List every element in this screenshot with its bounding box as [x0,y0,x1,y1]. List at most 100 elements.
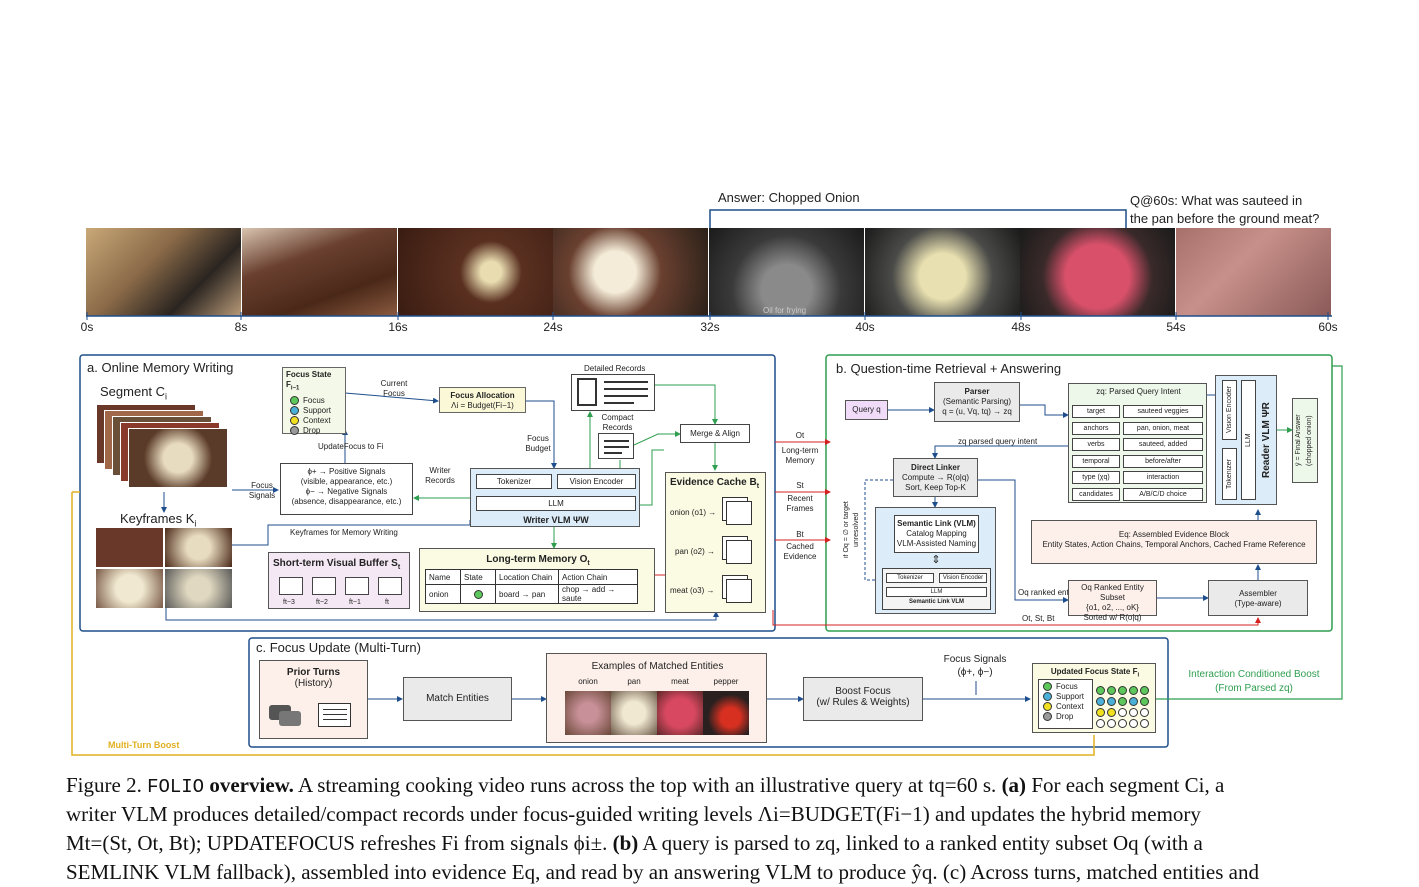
stvb-label-2: ft−2 [316,599,328,606]
segment-label: Segment Ci [100,384,168,402]
tick-48s: 48s [1011,320,1031,334]
update-focus-label: UpdateFocus to Fi [318,442,384,451]
oq-ranked-label: Oq ranked entity [1018,588,1077,597]
semlink-vision-encoder: Vision Encoder [939,573,987,583]
video-frame-8 [1176,228,1331,316]
ltm-cell-location: board → pan [495,584,559,604]
focus-level-context: Context [303,415,331,425]
updated-level-focus: Focus [1056,682,1078,691]
intent-key: temporal [1072,454,1120,468]
ranked-subset-box: Oq Ranked Entity Subset {o1, o2, ..., oK… [1068,580,1157,622]
tick-60s: 60s [1318,320,1338,334]
final-answer-label: ŷ = Final Answer [1295,414,1302,467]
updated-focus-title: Updated Focus State Fi [1050,667,1140,679]
focus-dot-icon [1118,697,1127,707]
signals-box: ϕ+ → Positive Signals (visible, appearan… [280,463,413,515]
focus-level-focus: Focus [303,395,325,405]
question-line-1: Q@60s: What was sauteed in [1130,193,1303,208]
example-label-pepper: pepper [713,677,739,686]
video-frame-4 [553,228,708,316]
intent-key: target [1072,405,1120,418]
merge-align-box: Merge & Align [680,424,750,443]
long-term-memory: Long-term Memory Ot Name State Location … [419,548,655,612]
query-box: Query q [845,400,888,420]
assembler-box: Assembler (Type-aware) [1208,580,1308,616]
updated-focus-state-box: Updated Focus State Fi Focus Support Con… [1032,663,1156,733]
matched-entities-box: Examples of Matched Entities onion pan m… [546,653,767,743]
focus-dot-icon [1129,697,1138,707]
keyframes-for-memory-label: Keyframes for Memory Writing [290,528,398,537]
ltm-header-state: State [460,569,496,585]
video-frame-3 [398,228,553,316]
semlink-llm: LLM [886,587,987,597]
current-focus-label: Current Focus [380,379,408,398]
evidence-cache-box: Evidence Cache Bt onion (o1) → pan (o2) … [665,472,766,613]
parsed-intent-title: zq: Parsed Query Intent [1096,387,1181,396]
caption-line-4: SEMLINK VLM fallback), assembled into ev… [66,860,1259,884]
video-frame-1 [86,228,241,316]
focus-dot-icon [1140,697,1149,707]
example-image-pan [611,691,657,735]
panel-b-title: b. Question-time Retrieval + Answering [836,361,1062,376]
focus-dot-icon [1107,686,1116,696]
boost-focus-box: Boost Focus (w/ Rules & Weights) [803,677,923,721]
updated-level-context: Context [1056,702,1084,711]
fallback-label: if Oq = ∅ or target unresolved [843,501,860,559]
ltm-header-name: Name [425,569,461,585]
tick-8s: 8s [234,320,248,334]
video-frame-6 [865,228,1020,316]
multi-turn-boost-label: Multi-Turn Boost [108,740,180,750]
st-desc: Recent Frames [786,494,814,513]
match-entities-box: Match Entities [403,677,512,721]
focus-dot-icon [1118,686,1127,696]
ltm-table: Name State Location Chain Action Chain o… [425,569,638,604]
focus-dot-icon [1129,708,1138,718]
caption-line-3: Mt=(St, Ot, Bt); UPDATEFOCUS refreshes F… [66,831,1203,855]
film-icon [312,577,336,595]
evidence-block-box: Eq: Assembled Evidence Block Entity Stat… [1031,520,1317,564]
intent-key: candidates [1072,487,1120,501]
focus-dot-icon [1096,697,1105,707]
semlink-vlm-label: Semantic Link VLM [908,599,964,605]
example-label-onion: onion [578,677,598,686]
focus-dot-icon [1140,686,1149,696]
stvb-label-3: ft−1 [349,599,361,606]
focus-dot-grid [1096,682,1151,729]
stvb-title: Short-term Visual Buffer St [273,558,401,571]
bt-desc: Cached Evidence [783,542,817,561]
writer-vlm-box: Tokenizer Vision Encoder LLM Writer VLM … [470,468,640,527]
intent-value: before/after [1123,454,1203,468]
stvb-label-4: ft [385,599,389,606]
bidirectional-arrow-icon: ⇕ [931,554,941,566]
intent-row: type (χq)interaction [1072,466,1203,484]
reader-vlm-box: Vision Encoder Tokenizer LLM Reader VLM … [1215,375,1277,505]
tick-40s: 40s [855,320,875,334]
prior-turns-box: Prior Turns (History) [259,660,368,739]
focus-state-box: Focus State Fi−1 Focus Support Context D… [282,367,346,435]
ltm-header-location: Location Chain [495,569,559,585]
updated-level-drop: Drop [1056,712,1074,721]
ot-desc: Long-term Memory [781,446,819,465]
focus-signals-label: Focus Signals [248,481,276,500]
tick-0s: 0s [80,320,94,334]
intent-value: interaction [1123,471,1203,484]
zq-parsed-label: zq parsed query intent [958,437,1038,446]
panel-c-title: c. Focus Update (Multi-Turn) [256,640,421,655]
ltm-cell-state [460,584,496,604]
tick-24s: 24s [543,320,563,334]
final-answer-value: (chopped onion) [1306,415,1313,466]
writer-llm: LLM [476,496,636,511]
bt-label: Bt [796,530,804,539]
intent-value: sauteed, added [1123,438,1203,451]
example-image-meat [657,691,703,735]
reader-vlm-label: Reader VLM ΨR [1261,402,1272,478]
keyframes-grid [96,528,232,608]
focus-state-title: Focus State Fi−1 [286,370,332,392]
examples-title: Examples of Matched Entities [591,661,724,672]
answer-label: Answer: Chopped Onion [718,190,860,205]
focus-signals-label: Focus Signals [943,654,1007,665]
ot-label: Ot [795,431,805,440]
intent-value: sauteed veggies [1123,405,1203,418]
